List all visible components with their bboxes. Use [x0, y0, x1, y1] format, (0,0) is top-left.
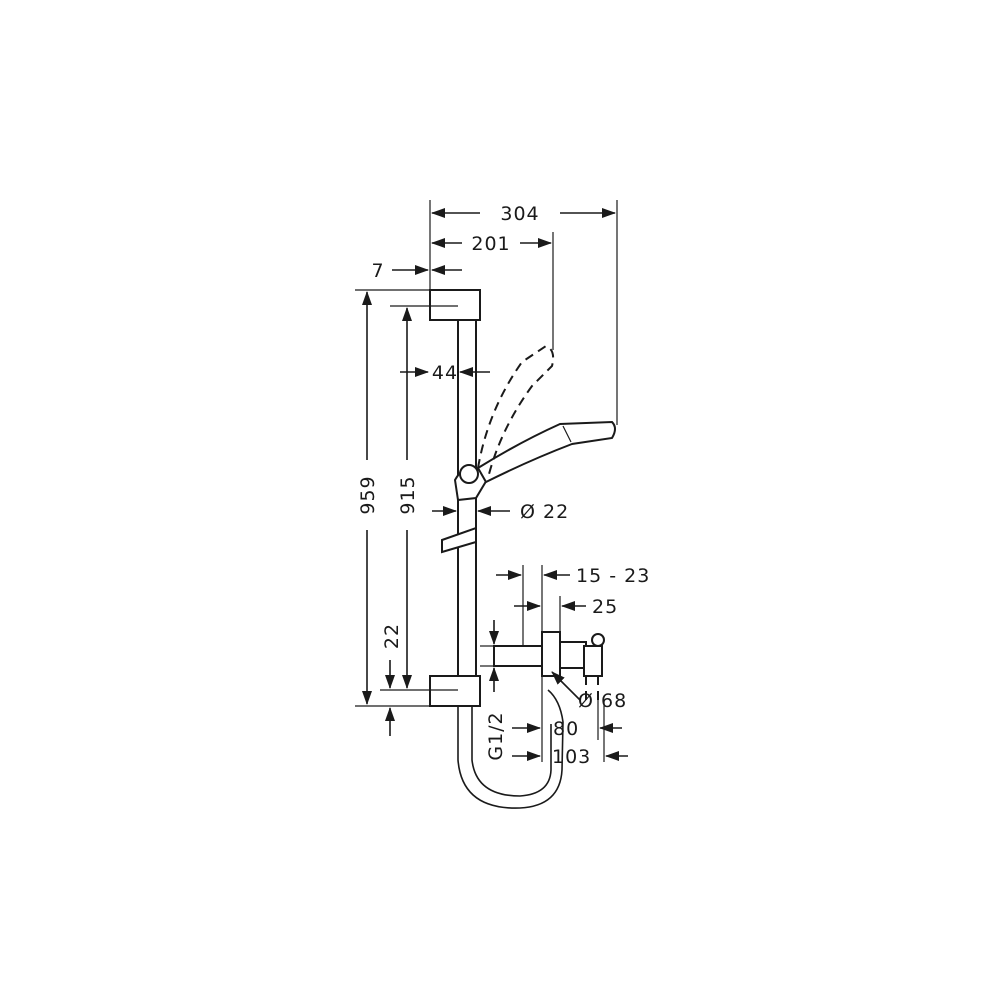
bottom-wall-bracket: [429, 675, 481, 707]
outlet-rosette: [541, 631, 561, 677]
dim-44: 44: [432, 362, 458, 384]
top-wall-bracket: [429, 289, 481, 321]
dim-80: 80: [553, 718, 579, 740]
outlet-body: [559, 641, 587, 669]
dim-103: 103: [552, 746, 591, 768]
dim-915: 915: [397, 475, 419, 514]
dim-25: 25: [592, 596, 618, 618]
dimension-lines: [355, 200, 628, 762]
dim-22-bottom: 22: [381, 623, 403, 649]
outlet-pipe: [493, 645, 543, 667]
shower-hose-outer: [457, 689, 564, 809]
dim-15-23: 15 - 23: [576, 565, 650, 587]
dim-rail-diameter: Ø 22: [520, 501, 569, 523]
wall-outlet-assembly: [493, 631, 605, 700]
dimension-labels: 304 201 7 44 959 915 22 Ø 22 15 - 23 25 …: [357, 203, 650, 768]
slider-knob: [459, 464, 479, 484]
dim-304: 304: [500, 203, 539, 225]
dim-201: 201: [471, 233, 510, 255]
dim-rosette-diameter: Ø 68: [578, 690, 627, 712]
shower-rail-assembly: [429, 289, 616, 809]
outlet-connector: [591, 633, 605, 647]
outlet-elbow: [583, 645, 603, 677]
handshower-dashed: [477, 344, 555, 479]
slider-shelf: [441, 526, 477, 554]
handshower-solid: [476, 420, 616, 484]
shower-hose-inner: [471, 706, 552, 797]
dim-7: 7: [371, 260, 384, 282]
dim-thread: G1/2: [485, 711, 507, 760]
dim-959: 959: [357, 475, 379, 514]
